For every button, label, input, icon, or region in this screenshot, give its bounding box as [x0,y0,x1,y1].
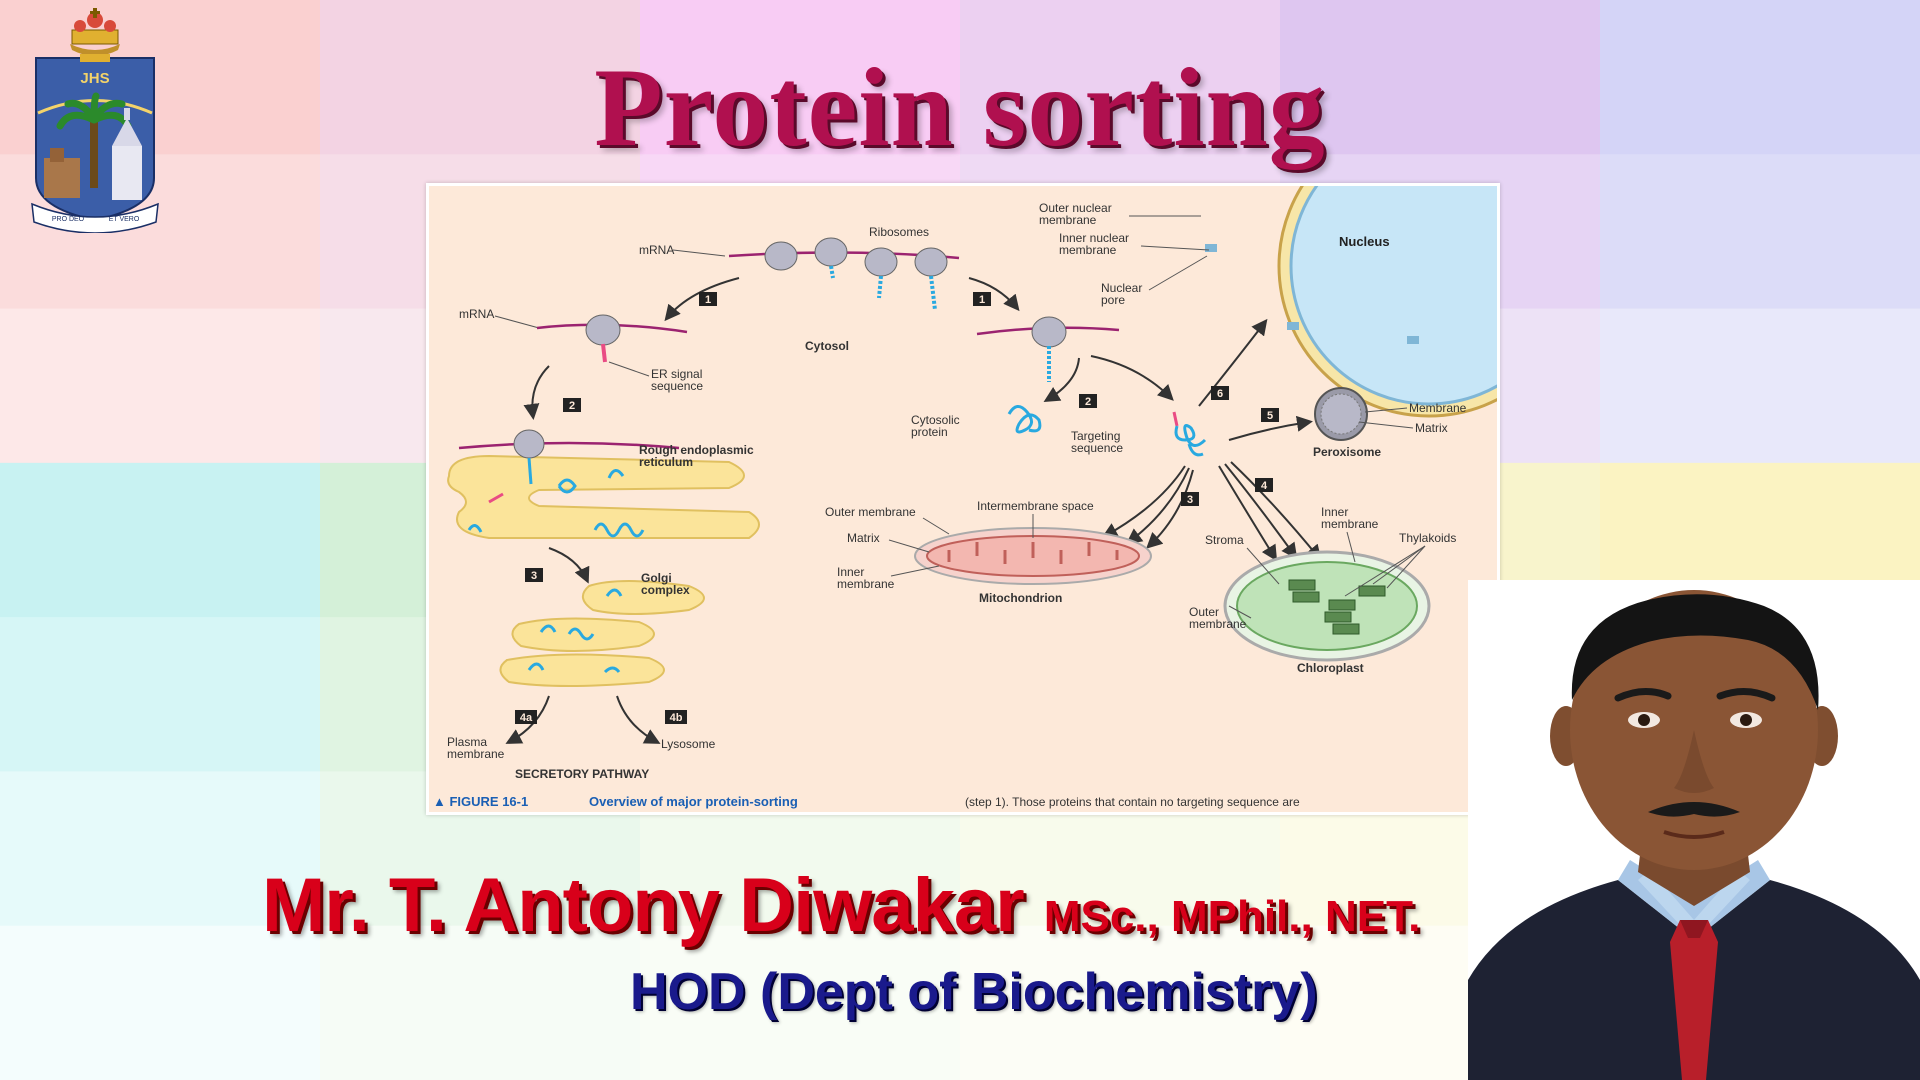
step-6: 6 [1217,388,1223,400]
nucleus [1205,186,1497,418]
background-tile [960,925,1280,1080]
label-inner-chloro-2: membrane [1321,517,1379,531]
label-nuclear-pore-1: Nuclear [1101,281,1142,295]
label-lysosome: Lysosome [661,737,716,751]
background-tile [1600,154,1920,310]
logo-monogram: JHS [80,70,109,87]
label-targeting-1: Targeting [1071,429,1120,443]
rough-er [447,429,760,539]
background-tile [0,771,320,927]
label-er-signal-1: ER signal [651,367,702,381]
label-inner-nuclear-1: Inner nuclear [1059,231,1129,245]
step-2a: 2 [569,400,575,412]
peroxisome [1314,387,1368,441]
step-3a: 3 [531,570,537,582]
step-4: 4 [1261,480,1268,492]
speaker-name-text: Mr. T. Antony Diwakar [262,863,1025,948]
label-cytosol: Cytosol [805,339,849,353]
label-golgi-2: complex [641,583,690,597]
label-er-signal-2: sequence [651,379,703,393]
label-matrix-perox: Matrix [1415,421,1448,435]
label-chloroplast: Chloroplast [1297,661,1364,675]
step-1b: 1 [979,294,985,306]
label-cytosolic-1: Cytosolic [911,413,960,427]
step-4a: 4a [520,712,533,724]
label-targeting-2: sequence [1071,441,1123,455]
background-tile [1600,308,1920,464]
label-matrix-mito: Matrix [847,531,880,545]
label-outer-nuclear-1: Outer nuclear [1039,201,1112,215]
background-tile [960,0,1280,156]
label-outer-chloro-1: Outer [1189,605,1219,619]
step-2b: 2 [1085,396,1091,408]
label-rough-er-2: reticulum [639,455,693,469]
label-nucleus: Nucleus [1339,234,1390,249]
label-cytosolic-2: protein [911,425,948,439]
step-1a: 1 [705,294,711,306]
label-ribosomes: Ribosomes [869,225,929,239]
label-inner-nuclear-2: membrane [1059,243,1117,257]
background-tile [0,308,320,464]
background-tile [0,462,320,619]
golgi-complex [499,580,705,687]
background-tile [640,925,960,1080]
speaker-name: Mr. T. Antony Diwakar MSc., MPhil., NET. [262,862,1420,949]
label-thylakoids: Thylakoids [1399,531,1456,545]
label-mrna-top: mRNA [639,243,674,257]
crown-icon [70,8,120,56]
label-inner-chloro-1: Inner [1321,505,1348,519]
background-tile [320,925,640,1080]
label-peroxisome: Peroxisome [1313,445,1381,459]
building-icon [44,108,142,200]
background-tile [1280,0,1600,156]
label-intermembrane: Intermembrane space [977,499,1094,513]
step-badges: 1 1 2 2 3 3 4 4a 4b 5 6 [515,292,1279,724]
logo-banner-left: PRO DEO [52,216,85,223]
label-rough-er-1: Rough endoplasmic [639,443,754,457]
label-mitochondrion: Mitochondrion [979,591,1062,605]
caption-title: Overview of major protein-sorting [589,794,798,809]
logo-banner-right: ET VERO [109,216,140,223]
label-outer-nuclear-2: membrane [1039,213,1097,227]
label-golgi-1: Golgi [641,571,672,585]
label-nuclear-pore-2: pore [1101,293,1125,307]
chloroplast [1223,550,1431,662]
label-secretory: SECRETORY PATHWAY [515,767,649,781]
slide-title: Protein sorting [594,46,1326,170]
step-4b: 4b [670,712,683,724]
background-tile [320,0,640,156]
speaker-photo [1468,580,1920,1080]
palm-tree-icon [56,92,132,188]
figure-diagram: Outer nuclear membrane Inner nuclear mem… [433,186,1497,809]
label-plasma-2: membrane [447,747,505,761]
background-tile [640,0,960,156]
background-tile [0,617,320,773]
step-5: 5 [1267,410,1273,422]
protein-sorting-figure: Outer nuclear membrane Inner nuclear mem… [426,183,1500,815]
speaker-role: HOD (Dept of Biochemistry) [630,963,1318,1021]
background-tile [0,925,320,1080]
ribosomes [764,237,948,311]
label-plasma-1: Plasma [447,735,487,749]
label-outer-chloro-2: membrane [1189,617,1247,631]
college-logo: JHS PRO DEO ET VERO [31,8,159,233]
step-3b: 3 [1187,494,1193,506]
label-membrane: Membrane [1409,401,1467,415]
caption-label: ▲ FIGURE 16-1 [433,794,528,809]
speaker-qualifications: MSc., MPhil., NET. [1043,892,1421,941]
label-stroma: Stroma [1205,533,1244,547]
background-tile [1600,0,1920,156]
label-inner-mito-2: membrane [837,577,895,591]
label-mrna-left: mRNA [459,307,494,321]
label-inner-mito-1: Inner [837,565,864,579]
caption-right: (step 1). Those proteins that contain no… [965,795,1300,809]
label-outer-membrane-mito: Outer membrane [825,505,916,519]
